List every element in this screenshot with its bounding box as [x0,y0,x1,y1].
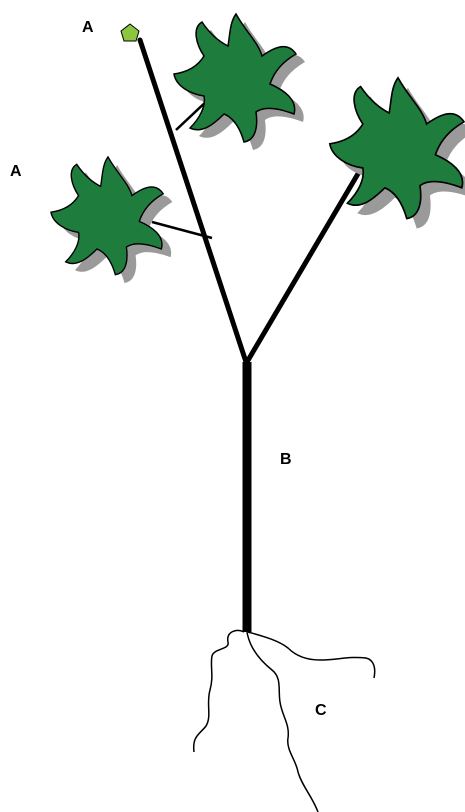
leaf-cluster-upper [174,14,305,150]
label-a-apex: A [82,20,94,36]
label-a-leaf: A [10,164,22,180]
label-c-roots: C [315,703,327,719]
leaf-cluster-right [330,78,465,229]
leaf-cluster-left [51,157,172,283]
pentagon-icon [121,24,139,41]
right-branch [247,150,372,362]
label-b-stem: B [280,452,292,468]
roots [194,630,375,812]
